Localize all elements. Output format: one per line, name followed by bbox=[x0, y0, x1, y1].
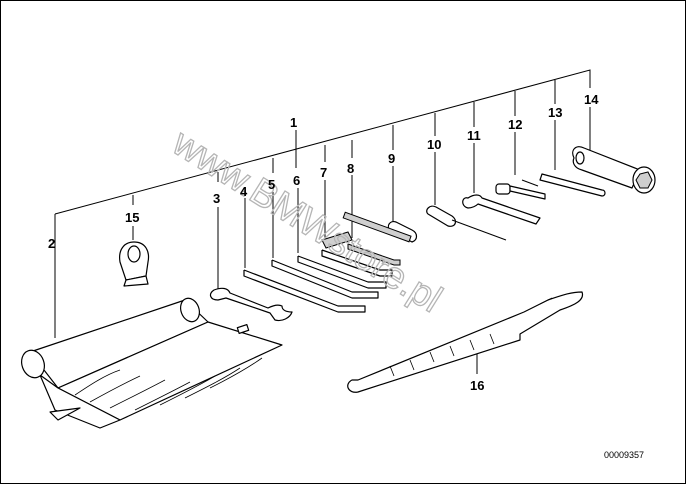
screwdriver-9 bbox=[321, 211, 418, 249]
leader-lines bbox=[54, 69, 591, 374]
callout-7: 7 bbox=[320, 165, 327, 180]
callout-3: 3 bbox=[213, 191, 220, 206]
callout-10: 10 bbox=[427, 137, 441, 152]
screwdriver-10 bbox=[426, 205, 507, 241]
callout-9: 9 bbox=[388, 151, 395, 166]
callout-1: 1 bbox=[290, 115, 297, 130]
assembly-line bbox=[54, 69, 591, 215]
socket-handle bbox=[495, 179, 546, 200]
callout-12: 12 bbox=[508, 117, 522, 132]
tool-roll bbox=[21, 297, 283, 429]
callout-15: 15 bbox=[125, 210, 139, 225]
open-end-wrench bbox=[209, 287, 293, 322]
callout-8: 8 bbox=[347, 161, 354, 176]
watermark: www.BMWstore.pl bbox=[164, 121, 449, 321]
callout-6: 6 bbox=[293, 173, 300, 188]
callout-11: 11 bbox=[467, 128, 481, 143]
callout-labels: 1 2 3 4 5 6 7 8 9 10 11 12 13 14 15 16 bbox=[48, 92, 599, 393]
callout-5: 5 bbox=[268, 177, 275, 192]
hex-key-set bbox=[243, 243, 401, 313]
callout-16: 16 bbox=[470, 378, 484, 393]
callout-4: 4 bbox=[240, 184, 248, 199]
callout-13: 13 bbox=[548, 105, 562, 120]
callout-2: 2 bbox=[48, 236, 55, 251]
box-spanner bbox=[572, 146, 656, 194]
drawing-code: 00009357 bbox=[604, 450, 644, 460]
clip-part bbox=[119, 241, 150, 287]
callout-14: 14 bbox=[584, 92, 599, 107]
lever-tool bbox=[347, 291, 584, 393]
hook-wrench bbox=[462, 194, 541, 225]
tommy-bar bbox=[539, 173, 606, 197]
